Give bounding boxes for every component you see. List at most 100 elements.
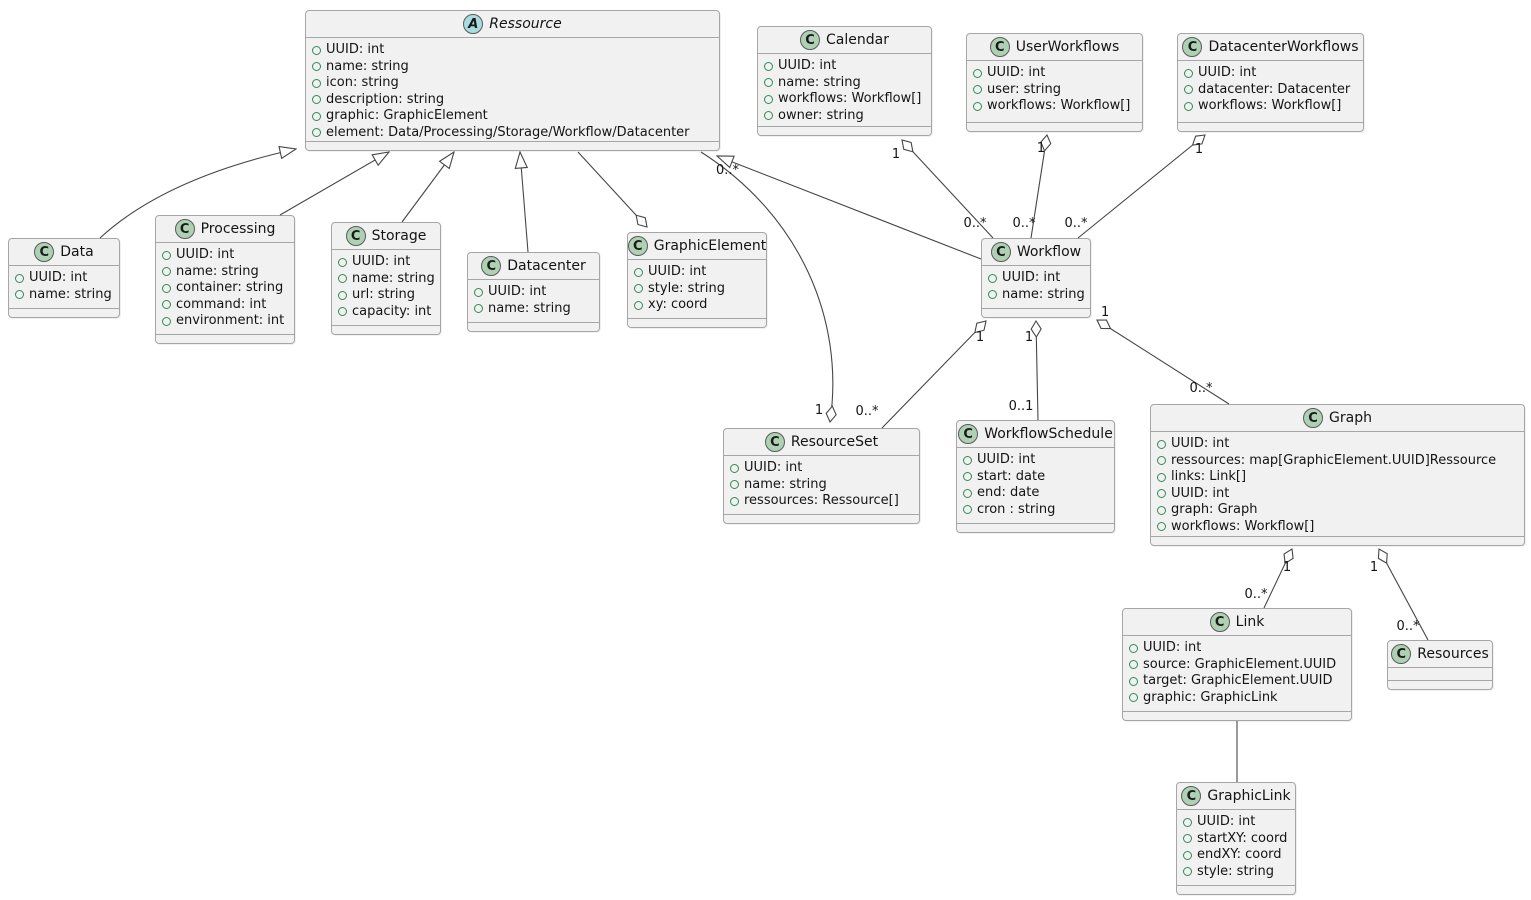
class-name: Processing	[200, 221, 276, 237]
field-visibility-icon	[338, 307, 347, 317]
attribute-text: UUID: int	[1198, 65, 1257, 80]
field-visibility-icon	[1157, 456, 1166, 466]
attribute-row: name: string	[988, 287, 1085, 304]
field-visibility-icon	[764, 111, 773, 121]
attribute-text: url: string	[352, 287, 416, 302]
class-icon: C	[764, 432, 785, 452]
class-icon: C	[174, 219, 195, 239]
attribute-text: UUID: int	[1171, 485, 1230, 501]
methods-compartment	[957, 523, 1114, 532]
class-name: Graph	[1329, 410, 1372, 426]
attribute-row: source: GraphicElement.UUID	[1129, 657, 1345, 674]
field-visibility-icon	[162, 316, 171, 326]
attribute-text: UUID: int	[648, 264, 707, 279]
attribute-row: UUID: int	[634, 264, 760, 281]
attribute-row: environment: int	[162, 313, 288, 330]
attribute-row: workflows: Workflow[]	[764, 91, 925, 108]
attribute-row: end: date	[963, 485, 1108, 502]
attribute-text: style: string	[648, 280, 726, 296]
field-visibility-icon	[1183, 834, 1192, 844]
attribute-row: name: string	[730, 477, 913, 494]
attribute-row: ressources: Ressource[]	[730, 493, 913, 510]
field-visibility-icon	[963, 455, 972, 465]
attribute-text: workflows: Workflow[]	[987, 98, 1131, 113]
attribute-row: UUID: int	[474, 284, 593, 301]
attribute-row: UUID: int	[162, 247, 288, 264]
field-visibility-icon	[1157, 439, 1166, 449]
class-icon: C	[1182, 37, 1203, 57]
field-visibility-icon	[162, 300, 171, 310]
attribute-row: command: int	[162, 297, 288, 314]
class-title: C Graph	[1151, 405, 1524, 432]
attribute-text: UUID: int	[744, 460, 803, 475]
class-name: Data	[60, 244, 94, 260]
field-visibility-icon	[312, 95, 321, 105]
class-icon: C	[990, 242, 1011, 262]
attribute-row: workflows: Workflow[]	[973, 98, 1136, 115]
attribute-row: UUID: int	[1183, 814, 1289, 831]
attribute-text: capacity: int	[352, 303, 432, 319]
class-icon: C	[481, 256, 502, 276]
class-name: Storage	[371, 228, 427, 244]
attribute-text: description: string	[326, 91, 445, 107]
attribute-text: graphic: GraphicLink	[1143, 689, 1278, 705]
class-name: DatacenterWorkflows	[1208, 39, 1359, 55]
field-visibility-icon	[730, 463, 739, 473]
class-name: ResourceSet	[790, 434, 879, 450]
class-icon: C	[1391, 644, 1412, 664]
field-visibility-icon	[730, 496, 739, 506]
class-title: A Ressource	[306, 11, 719, 38]
attribute-row: style: string	[1183, 864, 1289, 881]
field-visibility-icon	[988, 290, 997, 300]
field-visibility-icon	[634, 300, 643, 310]
methods-compartment	[9, 308, 119, 317]
attribute-row: xy: coord	[634, 297, 760, 314]
attribute-row: container: string	[162, 280, 288, 297]
attribute-text: name: string	[488, 300, 571, 316]
attribute-row: name: string	[312, 59, 713, 76]
attribute-row: target: GraphicElement.UUID	[1129, 673, 1345, 690]
class-title: C Processing	[156, 216, 294, 243]
class-icon: C	[1303, 408, 1324, 428]
attribute-text: UUID: int	[1002, 270, 1061, 285]
attribute-row: style: string	[634, 281, 760, 298]
attribute-text: workflows: Workflow[]	[1198, 98, 1342, 113]
attribute-row: UUID: int	[1129, 640, 1345, 657]
attribute-row: graphic: GraphicLink	[1129, 690, 1345, 707]
attribute-text: name: string	[744, 476, 827, 492]
attribute-row: graph: Graph	[1157, 502, 1518, 519]
attribute-text: owner: string	[778, 107, 864, 123]
attribute-row: owner: string	[764, 108, 925, 125]
attribute-text: ressources: map[GraphicElement.UUID]Ress…	[1171, 452, 1497, 468]
methods-compartment	[332, 325, 440, 334]
attribute-text: UUID: int	[1197, 814, 1256, 829]
abstract-class-icon: A	[463, 14, 484, 34]
class-name: Calendar	[826, 32, 889, 48]
class-name: UserWorkflows	[1015, 39, 1120, 55]
methods-compartment	[1151, 536, 1524, 545]
field-visibility-icon	[312, 111, 321, 121]
attribute-row: UUID: int	[1157, 436, 1518, 453]
class-icon: C	[345, 226, 366, 246]
field-visibility-icon	[764, 78, 773, 88]
methods-compartment	[967, 122, 1142, 131]
attribute-row: user: string	[973, 82, 1136, 99]
attribute-row: UUID: int	[338, 254, 434, 271]
attribute-text: style: string	[1197, 863, 1275, 879]
field-visibility-icon	[15, 290, 24, 300]
attribute-row: UUID: int	[963, 452, 1108, 469]
field-visibility-icon	[312, 78, 321, 88]
field-visibility-icon	[312, 62, 321, 72]
class-name: Ressource	[489, 16, 562, 32]
attribute-text: UUID: int	[1143, 640, 1202, 655]
